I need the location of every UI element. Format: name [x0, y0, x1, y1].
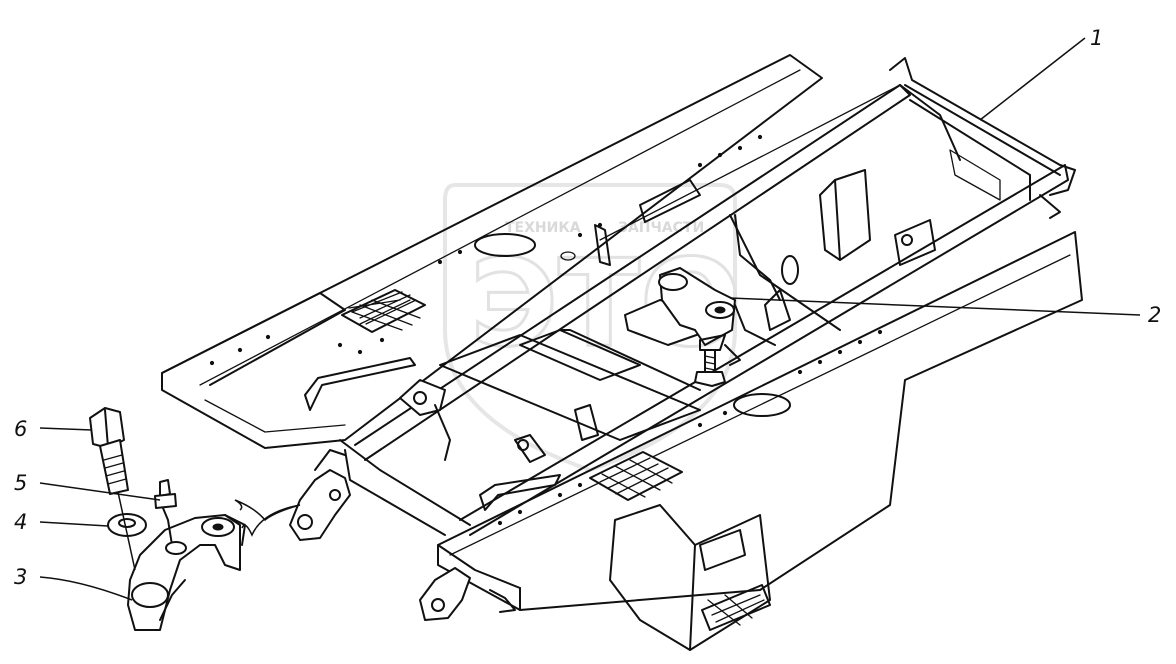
- access-hole-left: [474, 233, 536, 257]
- exploded-view-brace: [234, 499, 301, 537]
- frame-left-platform: [161, 54, 823, 449]
- leader-3: [39, 576, 133, 601]
- cap-part-3: [127, 514, 246, 631]
- spring-hangers: [289, 449, 516, 621]
- callout-4: 4: [14, 510, 27, 534]
- tread-plate-lower: [589, 451, 683, 501]
- step-lower: [701, 584, 771, 631]
- callout-5: 5: [14, 471, 27, 495]
- cross-members: [339, 169, 936, 536]
- step-box: [609, 504, 771, 651]
- watermark-caption: ТЕХНИКА: [505, 220, 581, 236]
- callout-labels: 1 2 3 4 5 6: [14, 26, 1161, 589]
- callout-6: 6: [14, 417, 27, 441]
- bolt-part-6: [89, 407, 136, 571]
- support-bracket: [624, 267, 776, 387]
- leader-6: [39, 427, 93, 431]
- access-hole-right: [733, 393, 791, 417]
- callout-1: 1: [1090, 26, 1103, 50]
- leader-4: [39, 521, 109, 527]
- step-upper: [699, 529, 746, 571]
- leader-2: [729, 297, 1141, 316]
- washer-hole: [118, 518, 136, 528]
- grease-fitting-part-5: [154, 479, 187, 555]
- leader-5: [39, 482, 161, 501]
- callout-leaders: [39, 37, 1141, 601]
- callout-3: 3: [14, 565, 27, 589]
- lever-brackets: [304, 357, 599, 511]
- frame-rails: [354, 57, 1076, 536]
- callout-2: 2: [1148, 303, 1161, 327]
- leader-1: [979, 37, 1086, 121]
- watermark-caption-right: ЗАПЧАСТИ: [618, 220, 704, 236]
- tread-plate-upper: [341, 289, 426, 333]
